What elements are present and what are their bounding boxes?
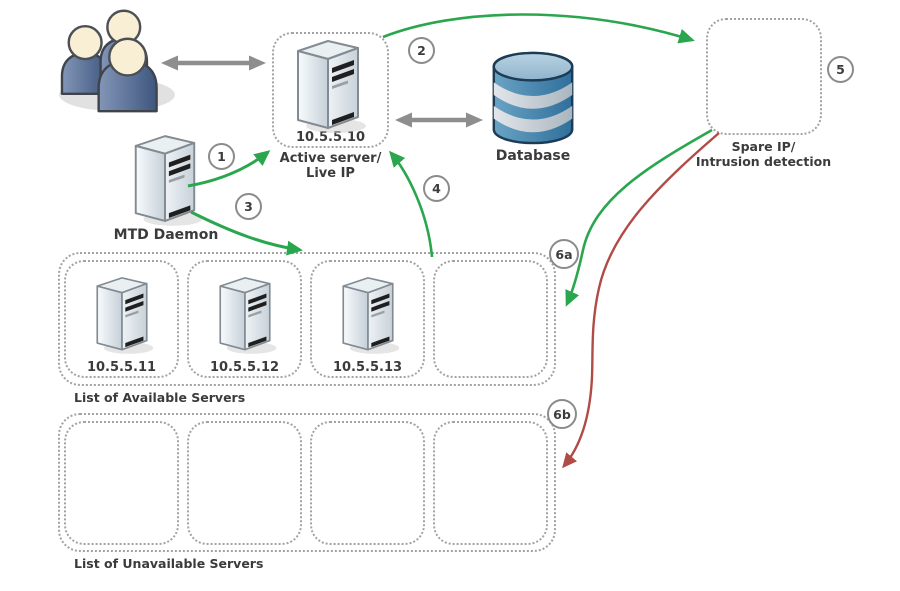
mtd-daemon-label: MTD Daemon xyxy=(113,227,219,243)
available-server-ip-1: 10.5.5.11 xyxy=(86,360,157,375)
database-icon xyxy=(487,49,579,147)
active-server-caption-line1: Active server/ xyxy=(279,151,382,166)
spare-ip-caption: Spare IP/ Intrusion detection xyxy=(681,139,846,169)
arrow-step-2 xyxy=(382,13,695,44)
step-badge-6b: 6b xyxy=(547,399,577,429)
step-badge-2-label: 2 xyxy=(417,43,426,58)
unavailable-server-slot-1 xyxy=(64,421,179,545)
active-server-ip: 10.5.5.10 xyxy=(295,130,366,145)
active-server-box xyxy=(272,32,389,148)
available-server-slot-3 xyxy=(310,260,425,378)
available-servers-container xyxy=(58,252,556,386)
step-badge-4: 4 xyxy=(423,175,450,202)
available-server-icon-3 xyxy=(335,272,401,358)
available-server-icon-2 xyxy=(212,272,278,358)
unavailable-server-slot-2 xyxy=(187,421,302,545)
arrow-step-6b xyxy=(562,132,720,469)
available-server-slot-4 xyxy=(433,260,548,378)
step-badge-3-label: 3 xyxy=(244,199,253,214)
step-badge-1-label: 1 xyxy=(217,149,226,164)
active-server-caption-line2: Live IP xyxy=(306,166,355,181)
spare-ip-caption-line1: Spare IP/ xyxy=(731,139,796,154)
users-icon xyxy=(48,4,186,116)
available-server-icon-1 xyxy=(89,272,155,358)
spare-ip-box xyxy=(706,18,822,135)
step-badge-2: 2 xyxy=(408,37,435,64)
step-badge-6b-label: 6b xyxy=(553,406,571,422)
step-badge-5: 5 xyxy=(827,56,854,83)
active-server-caption: Active server/ Live IP xyxy=(258,151,403,181)
step-badge-4-label: 4 xyxy=(432,181,441,196)
available-server-slot-2 xyxy=(187,260,302,378)
spare-ip-caption-line2: Intrusion detection xyxy=(695,154,832,169)
unavailable-servers-container xyxy=(58,413,556,552)
mtd-daemon-server-icon xyxy=(126,131,204,229)
active-server-icon xyxy=(288,36,368,136)
database-label: Database xyxy=(495,148,571,164)
step-badge-5-label: 5 xyxy=(836,62,845,77)
available-servers-label: List of Available Servers xyxy=(74,390,246,405)
step-badge-6a: 6a xyxy=(549,239,579,269)
arrow-active-database xyxy=(395,112,483,128)
unavailable-server-slot-3 xyxy=(310,421,425,545)
step-badge-6a-label: 6a xyxy=(555,246,573,262)
available-server-ip-2: 10.5.5.12 xyxy=(209,360,280,375)
unavailable-server-slot-4 xyxy=(433,421,548,545)
available-server-ip-3: 10.5.5.13 xyxy=(332,360,403,375)
step-badge-3: 3 xyxy=(235,193,262,220)
unavailable-servers-label: List of Unavailable Servers xyxy=(74,556,264,571)
step-badge-1: 1 xyxy=(208,143,235,170)
available-server-slot-1 xyxy=(64,260,179,378)
